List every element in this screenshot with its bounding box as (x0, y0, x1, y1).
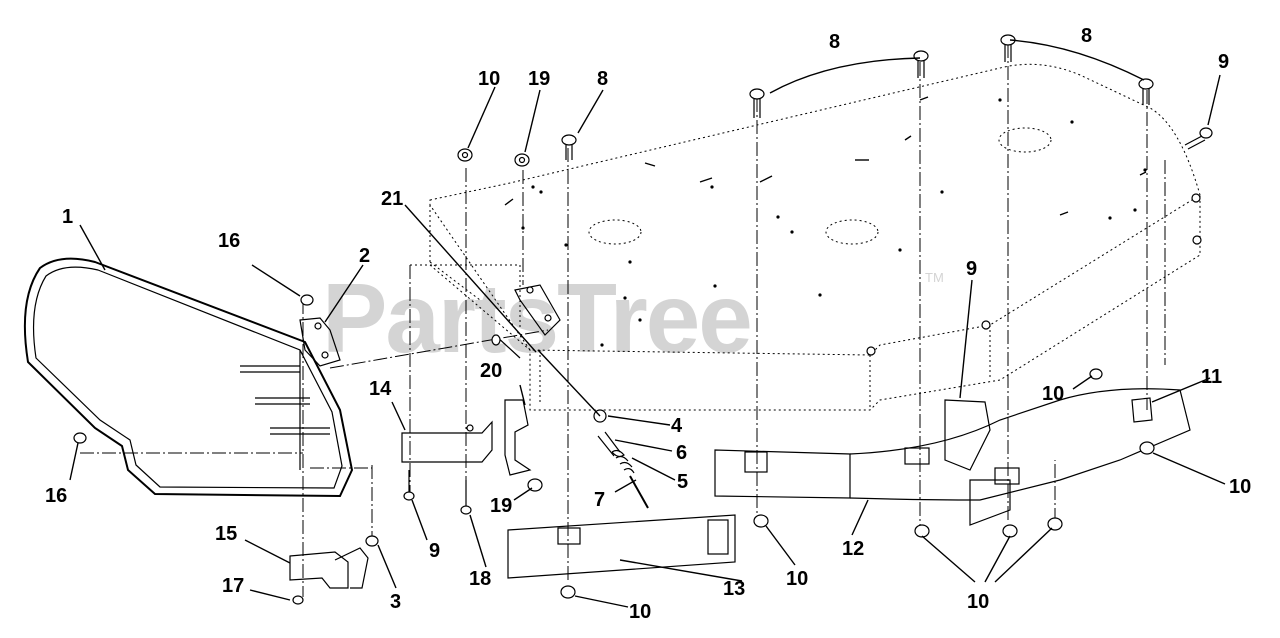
callout-10-center: 10 (786, 568, 808, 590)
front-bumper-part-1 (23, 257, 354, 498)
plate-part-14 (401, 420, 493, 463)
bracket-part-2 (299, 317, 341, 367)
callout-6: 6 (676, 442, 687, 464)
mower-deck (410, 63, 1202, 411)
callout-5: 5 (677, 471, 688, 493)
hardware (73, 34, 1213, 605)
spring-assembly (537, 349, 649, 509)
callout-9-top: 9 (1218, 51, 1229, 73)
callout-16-top: 16 (218, 230, 240, 252)
stud-icon (460, 480, 472, 515)
nut-icon (1047, 517, 1063, 531)
callout-3: 3 (390, 591, 401, 613)
callout-10-right: 10 (1229, 476, 1251, 498)
callout-2: 2 (359, 245, 370, 267)
callout-14: 14 (369, 378, 392, 400)
watermark-text: PartsTree (322, 263, 751, 373)
callout-8-center: 8 (829, 31, 840, 53)
bracket-part-20 (504, 399, 532, 476)
callout-7: 7 (594, 489, 605, 511)
callout-20: 20 (480, 360, 502, 382)
nut-icon (514, 153, 530, 167)
callout-8-left: 8 (597, 68, 608, 90)
callout-16-bottom: 16 (45, 485, 67, 507)
watermark-trademark: TM (925, 270, 944, 285)
bolt-icon (491, 334, 521, 359)
bracket-part-15 (289, 547, 369, 589)
callout-17: 17 (222, 575, 244, 597)
callout-19-bottom: 19 (490, 495, 512, 517)
callout-13: 13 (723, 578, 745, 600)
leader-lines (69, 39, 1226, 608)
nut-icon (1089, 368, 1103, 380)
nut-icon (1002, 524, 1018, 538)
callout-4: 4 (671, 415, 683, 437)
callout-10-bottom: 10 (629, 601, 651, 623)
callout-10-top: 10 (478, 68, 500, 90)
nut-icon (914, 524, 930, 538)
callout-19-top: 19 (528, 68, 550, 90)
bolt-icon (1184, 127, 1213, 150)
nut-icon (753, 514, 769, 528)
callout-8-right: 8 (1081, 25, 1092, 47)
bracket-part-11 (944, 397, 1153, 526)
bolt-icon (1138, 78, 1154, 105)
baffle-part-12 (714, 388, 1191, 501)
bolt-icon (913, 50, 929, 78)
bumper-bolts (240, 365, 330, 435)
plate-part-13 (507, 514, 736, 579)
callout-10-right-mid: 10 (1042, 383, 1064, 405)
nut-icon (560, 585, 576, 599)
callout-9-mid: 9 (966, 258, 977, 280)
callout-11: 11 (1201, 366, 1222, 388)
nut-icon (457, 148, 473, 162)
bolt-icon (561, 134, 577, 160)
washer-icon (300, 294, 314, 306)
callout-10-bottom-right: 10 (967, 591, 989, 613)
alignment-lines (80, 44, 1166, 597)
callout-labels: 1 2 3 4 5 6 7 8 8 8 9 9 9 10 10 10 10 10… (45, 25, 1251, 623)
callout-1: 1 (62, 206, 73, 228)
nut-icon (1139, 441, 1155, 455)
nut-icon (365, 535, 379, 547)
bolt-icon (292, 595, 304, 605)
callout-21: 21 (381, 188, 403, 210)
callout-9-left: 9 (429, 540, 440, 562)
washer-icon (73, 432, 87, 444)
callout-18: 18 (469, 568, 491, 590)
bolt-icon (749, 88, 765, 118)
bolt-icon (403, 470, 415, 501)
callout-12: 12 (842, 538, 864, 560)
callout-15: 15 (215, 523, 237, 545)
